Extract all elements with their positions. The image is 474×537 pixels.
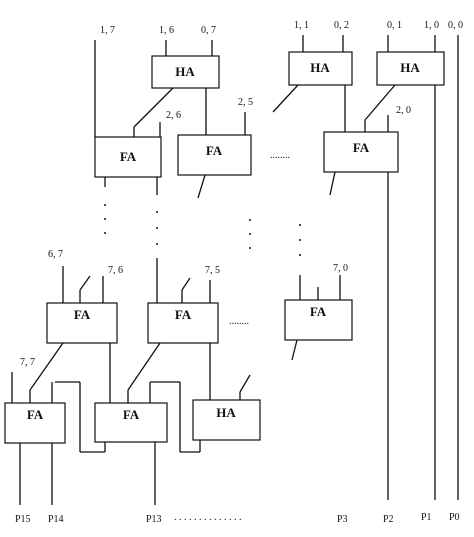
ha-block-top-right: HA (376, 51, 445, 86)
ellipsis-bottom: . . . . . . . . . . . . . . (174, 512, 242, 523)
input-label-0-7: 0, 7 (201, 25, 216, 36)
output-label-p15: P15 (15, 514, 31, 525)
input-label-7-7: 7, 7 (20, 357, 35, 368)
fa-block-row1-c: FA (323, 131, 399, 173)
input-label-2-0: 2, 0 (396, 105, 411, 116)
fa-block-row2-b: FA (147, 302, 219, 344)
fa-label: FA (206, 143, 223, 158)
ha-label: HA (216, 405, 236, 420)
input-label-1-1: 1, 1 (294, 20, 309, 31)
input-label-0-2: 0, 2 (334, 20, 349, 31)
fa-block-row1-a: FA (94, 136, 162, 178)
output-label-p13: P13 (146, 514, 162, 525)
top-input-wires (94, 35, 459, 500)
output-label-p3: P3 (337, 514, 348, 525)
fa-label: FA (74, 307, 91, 322)
input-label-7-5: 7, 5 (205, 265, 220, 276)
input-label-7-0: 7, 0 (333, 263, 348, 274)
ha-label: HA (400, 60, 420, 75)
fa-block-row2-c: FA (284, 299, 353, 341)
ha-output-wires (133, 84, 436, 500)
fa-block-row3-a: FA (4, 402, 66, 444)
fa-label: FA (27, 407, 44, 422)
ellipsis-row1: ........ (270, 150, 290, 161)
fa-label: FA (353, 140, 370, 155)
ha-block-top-mid: HA (288, 51, 353, 86)
input-label-1-7: 1, 7 (100, 25, 115, 36)
fa-label: FA (120, 149, 137, 164)
fa-block-row1-b: FA (177, 134, 252, 176)
input-label-0-1: 0, 1 (387, 20, 402, 31)
output-label-p1: P1 (421, 512, 432, 523)
output-label-p14: P14 (48, 514, 64, 525)
row2-input-wires (62, 258, 341, 303)
row3-input-wires (11, 372, 251, 453)
row1-input-wires (159, 112, 389, 137)
row2-output-wires (29, 339, 298, 403)
ha-label: HA (175, 64, 195, 79)
ha-block-top-left: HA (151, 55, 220, 89)
ellipsis-row2: ........ (229, 316, 249, 327)
input-label-1-0: 1, 0 (424, 20, 439, 31)
fa-block-row3-b: FA (94, 402, 168, 443)
output-labels: P15 P14 P13 . . . . . . . . . . . . . . … (15, 512, 460, 525)
vertical-ellipsis (104, 204, 301, 256)
ha-block-row3: HA (192, 399, 261, 441)
fa-block-row2-a: FA (46, 302, 118, 344)
ha-label: HA (310, 60, 330, 75)
input-label-2-6: 2, 6 (166, 110, 181, 121)
output-label-p0: P0 (449, 512, 460, 523)
row1-output-wires (104, 171, 389, 500)
product-output-wires (19, 442, 156, 505)
input-label-0-0: 0, 0 (448, 20, 463, 31)
output-label-p2: P2 (383, 514, 394, 525)
fa-label: FA (175, 307, 192, 322)
input-label-6-7: 6, 7 (48, 249, 63, 260)
input-labels: 1, 7 1, 6 0, 7 1, 1 0, 2 0, 1 1, 0 0, 0 … (20, 20, 463, 368)
input-label-1-6: 1, 6 (159, 25, 174, 36)
input-label-2-5: 2, 5 (238, 97, 253, 108)
fa-label: FA (123, 407, 140, 422)
input-label-7-6: 7, 6 (108, 265, 123, 276)
fa-label: FA (310, 304, 327, 319)
